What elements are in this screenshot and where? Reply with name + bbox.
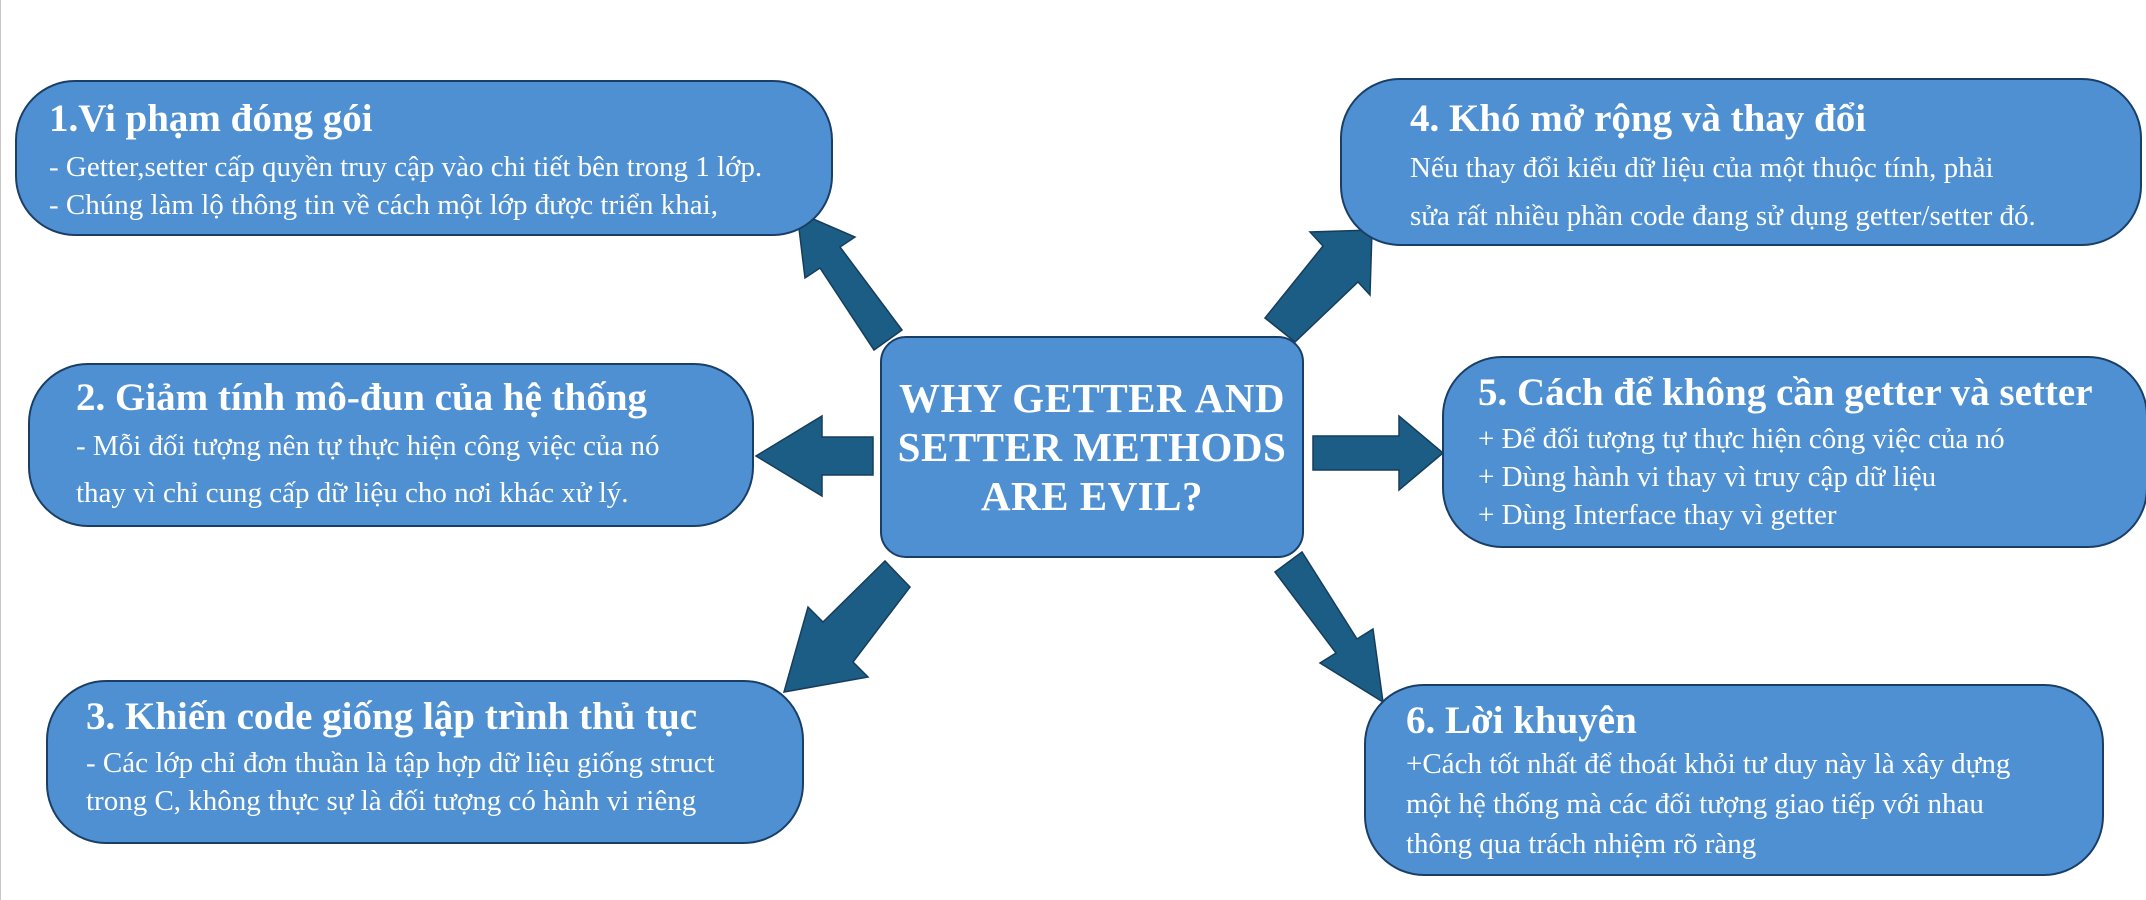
node-6-line-2: một hệ thống mà các đối tượng giao tiếp … — [1406, 788, 1984, 820]
arrow-to-node-4 — [1263, 229, 1373, 343]
node-4-line-1: Nếu thay đổi kiểu dữ liệu của một thuộc … — [1410, 152, 1994, 184]
node-2-text: - Mỗi đối tượng nên tự thực hiện công vi… — [76, 423, 660, 517]
node-3-line-1: - Các lớp chỉ đơn thuần là tập hợp dữ li… — [86, 747, 715, 779]
node-2-line-2: thay vì chỉ cung cấp dữ liệu cho nơi khá… — [76, 477, 629, 509]
node-3-line-2: trong C, không thực sự là đối tượng có h… — [86, 785, 697, 817]
node-1-text: - Getter,setter cấp quyền truy cập vào c… — [49, 148, 762, 224]
arrow-to-node-2 — [754, 414, 874, 498]
node-5-line-2: + Dùng hành vi thay vì truy cập dữ liệu — [1478, 461, 1937, 493]
node-1-line-1: - Getter,setter cấp quyền truy cập vào c… — [49, 151, 763, 183]
node-4-hard-to-change: 4. Khó mở rộng và thay đổi Nếu thay đổi … — [1340, 78, 2142, 246]
center-title-line-3: ARE EVIL? — [980, 472, 1204, 519]
node-4-line-2: sửa rất nhiều phần code đang sử dụng get… — [1410, 200, 2036, 232]
node-3-title: 3. Khiến code giống lập trình thủ tục — [86, 695, 698, 738]
node-1-line-2: - Chúng làm lộ thông tin về cách một lớp… — [49, 189, 718, 221]
node-2-reduced-modularity: 2. Giảm tính mô-đun của hệ thống - Mỗi đ… — [28, 363, 754, 527]
node-3-procedural-code: 3. Khiến code giống lập trình thủ tục - … — [46, 680, 804, 844]
arrow-to-node-6 — [1273, 550, 1384, 704]
node-6-text: +Cách tốt nhất để thoát khỏi tư duy này … — [1406, 744, 2010, 864]
node-5-line-1: + Để đối tượng tự thực hiện công việc củ… — [1478, 423, 2005, 455]
arrow-to-node-5 — [1312, 414, 1445, 492]
node-4-text: Nếu thay đổi kiểu dữ liệu của một thuộc … — [1410, 144, 2036, 240]
node-4-title: 4. Khó mở rộng và thay đổi — [1410, 97, 1867, 140]
node-5-line-3: + Dùng Interface thay vì getter — [1478, 499, 1837, 531]
node-1-title: 1.Vi phạm đóng gói — [49, 97, 373, 140]
node-5-title: 5. Cách để không cần getter và setter — [1478, 371, 2093, 414]
center-topic-title: WHY GETTER AND SETTER METHODS ARE EVIL? — [898, 374, 1287, 521]
node-3-text: - Các lớp chỉ đơn thuần là tập hợp dữ li… — [86, 744, 715, 820]
node-1-violates-encapsulation: 1.Vi phạm đóng gói - Getter,setter cấp q… — [15, 80, 833, 236]
node-6-line-3: thông qua trách nhiệm rõ ràng — [1406, 828, 1757, 860]
node-5-alternatives: 5. Cách để không cần getter và setter + … — [1442, 356, 2146, 548]
center-title-line-1: WHY GETTER AND — [899, 374, 1285, 421]
node-6-title: 6. Lời khuyên — [1406, 699, 1637, 742]
node-2-line-1: - Mỗi đối tượng nên tự thực hiện công vi… — [76, 430, 660, 462]
arrow-to-node-3 — [782, 559, 911, 693]
arrow-to-node-1 — [796, 210, 904, 352]
node-2-title: 2. Giảm tính mô-đun của hệ thống — [76, 376, 648, 419]
center-topic-box: WHY GETTER AND SETTER METHODS ARE EVIL? — [880, 336, 1304, 558]
node-6-line-1: +Cách tốt nhất để thoát khỏi tư duy này … — [1406, 748, 2011, 780]
node-6-advice: 6. Lời khuyên +Cách tốt nhất để thoát kh… — [1364, 684, 2104, 876]
page-left-border — [0, 0, 1, 900]
node-5-text: + Để đối tượng tự thực hiện công việc củ… — [1478, 420, 2005, 534]
center-title-line-2: SETTER METHODS — [897, 423, 1287, 470]
